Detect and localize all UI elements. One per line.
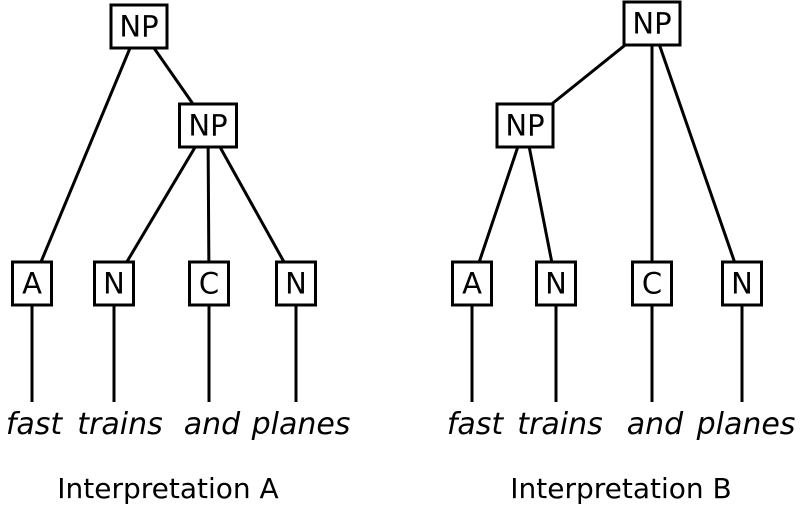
node-box-n	[721, 260, 763, 307]
node-box-np	[622, 0, 682, 47]
node-label: NP	[188, 109, 227, 143]
node-label: A	[462, 267, 482, 301]
node-box-c	[631, 260, 673, 307]
node-box-c	[188, 260, 230, 307]
terminal-word: fast	[447, 407, 505, 442]
terminal-word: and	[184, 407, 241, 442]
caption-interpretation-b: Interpretation B	[510, 472, 732, 505]
caption-interpretation-a: Interpretation A	[57, 472, 279, 505]
node-label: C	[642, 267, 662, 301]
tree-edge-np1-a	[30, 25, 141, 285]
node-box-a	[451, 260, 493, 307]
tree-edge-np2-n1	[112, 124, 210, 285]
node-label: NP	[505, 109, 544, 143]
tree-edge-np2-n1	[523, 125, 558, 284]
tree-edge-np1-n2	[650, 23, 744, 284]
node-label: NP	[119, 10, 158, 44]
terminal-word: planes	[251, 407, 351, 442]
tree-edge-np2-a	[470, 125, 527, 284]
tree-edge-np2-c	[206, 125, 211, 284]
node-box-np	[109, 3, 169, 50]
node-label: N	[103, 267, 125, 301]
node-label: A	[22, 267, 42, 301]
node-box-np	[495, 102, 555, 149]
terminal-word: fast	[6, 407, 64, 442]
node-box-n	[93, 260, 135, 307]
node-label: N	[545, 267, 567, 301]
node-box-np	[178, 102, 238, 149]
node-label: C	[199, 267, 219, 301]
terminal-word: trains	[517, 407, 602, 442]
tree-edge-np2-n2	[206, 124, 298, 285]
terminal-word: and	[627, 407, 684, 442]
node-label: NP	[632, 7, 671, 41]
terminal-word: planes	[696, 407, 796, 442]
node-box-n	[535, 260, 577, 307]
node-label: N	[285, 267, 307, 301]
node-box-a	[11, 260, 53, 307]
node-box-n	[275, 260, 317, 307]
node-label: N	[731, 267, 753, 301]
terminal-word: trains	[77, 407, 162, 442]
